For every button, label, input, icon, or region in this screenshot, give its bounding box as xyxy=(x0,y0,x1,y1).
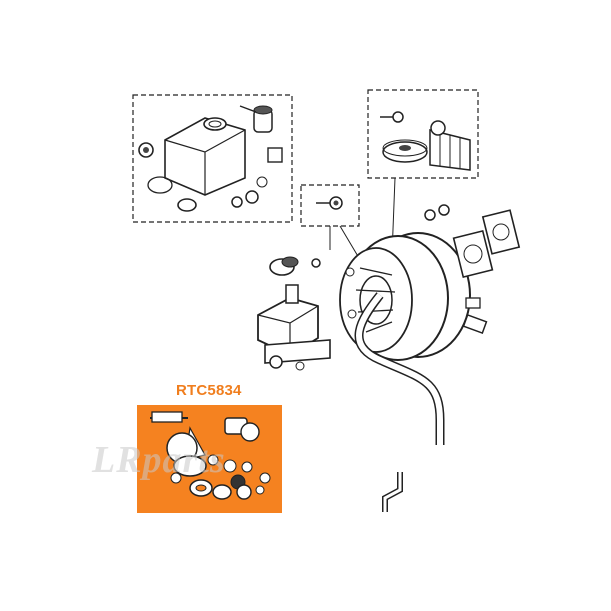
pushrod-boot xyxy=(429,120,471,171)
master-cylinder-assembly xyxy=(257,256,331,371)
reservoir-detail-group xyxy=(132,94,293,223)
seal xyxy=(147,176,173,194)
o-ring xyxy=(256,176,268,188)
gasket-plate-2 xyxy=(481,209,521,255)
kit-seal-b xyxy=(212,484,232,500)
reservoir-cap xyxy=(239,105,273,133)
nut-c xyxy=(311,258,321,268)
reservoir-neck xyxy=(203,117,227,131)
filter-ring xyxy=(177,198,197,212)
part-number-label: RTC5834 xyxy=(176,382,242,399)
nut-b xyxy=(438,204,450,216)
gasket-plate xyxy=(452,229,494,279)
repair-kit-panel xyxy=(137,405,282,513)
valve-detail-group xyxy=(300,184,360,227)
nut-a xyxy=(424,209,436,221)
clip xyxy=(267,147,283,163)
check-valve xyxy=(462,313,488,335)
brake-servo xyxy=(311,204,521,361)
washer-a xyxy=(231,196,243,208)
reservoir-detail-frame xyxy=(132,94,293,223)
pushrod-seal xyxy=(382,141,428,163)
pushrod-detail-group xyxy=(367,89,479,179)
pin xyxy=(392,111,404,123)
pushrod-detail-frame xyxy=(367,89,479,179)
washer-b xyxy=(245,190,259,204)
